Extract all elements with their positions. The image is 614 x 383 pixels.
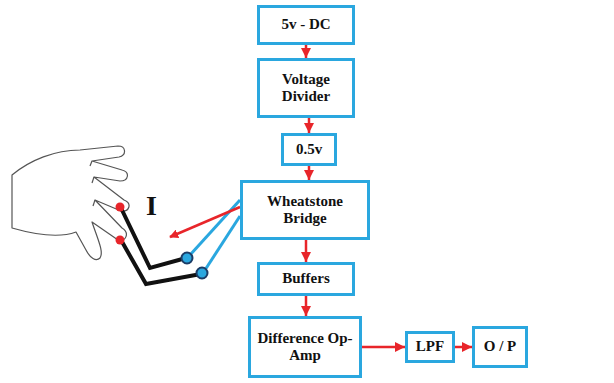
flow-arrow (308, 118, 311, 133)
flow-arrow (308, 166, 311, 180)
box-label: Buffers (264, 270, 348, 287)
box-label: Voltage Divider (264, 71, 348, 106)
box-label: O / P (479, 338, 521, 355)
contact-dot (116, 203, 125, 212)
box-label: LPF (412, 338, 448, 355)
flow-arrow (455, 346, 472, 349)
hand (12, 146, 129, 260)
current-label: I (146, 192, 157, 220)
flex-sensor (121, 208, 201, 284)
process-box: Voltage Divider (257, 58, 355, 118)
flow-arrow (305, 296, 308, 316)
box-label: 0.5v (288, 141, 330, 158)
electrode-dot (197, 268, 208, 279)
process-box: 0.5v (281, 133, 337, 166)
flow-arrow (305, 240, 308, 262)
process-box: O / P (472, 326, 528, 368)
process-box: Difference Op-Amp (248, 316, 362, 378)
box-label: Wheatstone Bridge (247, 193, 363, 228)
process-box: Buffers (257, 262, 355, 296)
contact-dot (116, 236, 125, 245)
flow-arrow (362, 346, 405, 349)
electrode-dot (182, 253, 193, 264)
process-box: LPF (405, 331, 455, 363)
process-box: Wheatstone Bridge (240, 180, 370, 240)
process-box: 5v - DC (257, 5, 355, 45)
box-label: Difference Op-Amp (255, 330, 355, 365)
box-label: 5v - DC (264, 16, 348, 33)
current-arrow (170, 207, 240, 237)
flow-arrow (305, 45, 308, 58)
